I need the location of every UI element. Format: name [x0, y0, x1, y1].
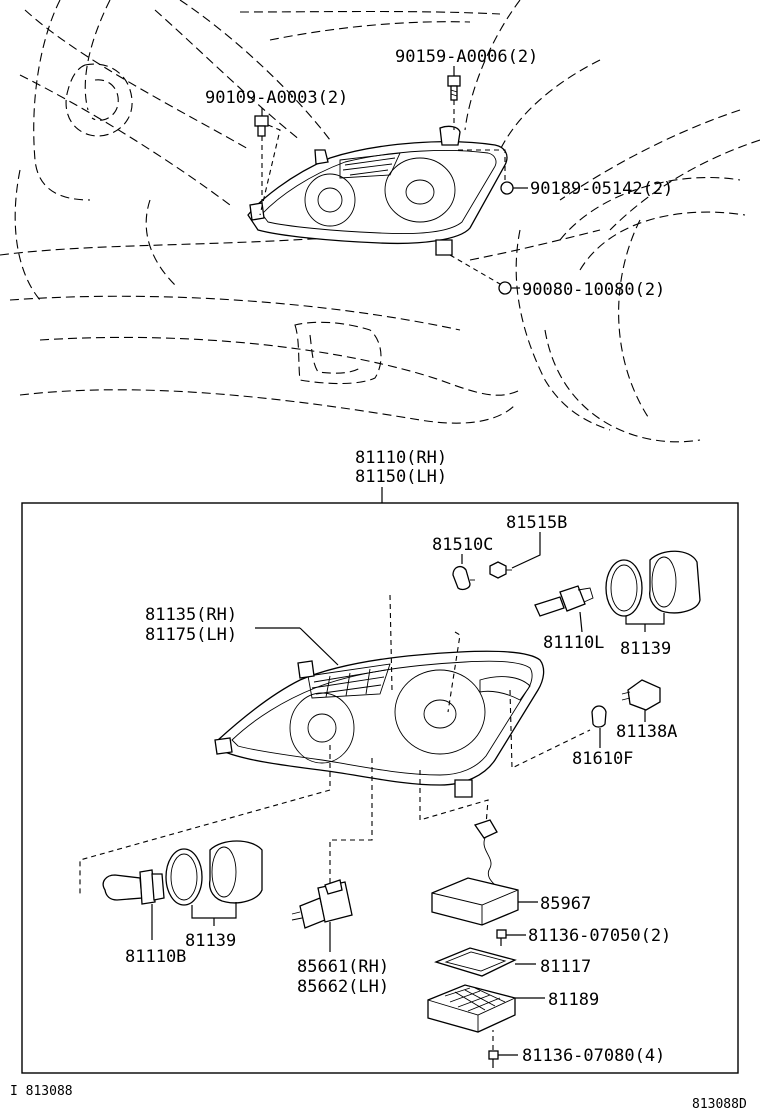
footer-left-code: I 813088 [10, 1084, 73, 1099]
label-bolt-90080: 90080-10080(2) [522, 280, 665, 300]
socket-icon [621, 679, 661, 722]
label-screw-81136-07080: 81136-07080(4) [522, 1046, 665, 1066]
screw-icon [488, 1030, 518, 1068]
bulb-icon [102, 869, 165, 940]
bolt-icon [447, 66, 461, 130]
exploded-view-frame [21, 502, 739, 1074]
footer-right-code: 813088D [692, 1097, 747, 1112]
label-unit-85967: 85967 [540, 894, 591, 914]
bolt-icon [254, 108, 281, 216]
bulb-icon [591, 705, 607, 748]
ring-icon [605, 559, 643, 617]
label-cover-81189: 81189 [548, 990, 599, 1010]
bulb-icon [489, 532, 541, 579]
bolt-icon [449, 254, 520, 295]
label-screw-81136-07050: 81136-07050(2) [528, 926, 671, 946]
label-ignitor-lh: 85662(LH) [297, 977, 389, 997]
label-bulb-81515b: 81515B [506, 513, 567, 533]
label-bulb-81110b: 81110B [125, 947, 186, 967]
headlamp-housing [214, 650, 545, 798]
screw-icon [496, 929, 526, 946]
cap-icon [208, 840, 263, 904]
label-gasket-81117: 81117 [540, 957, 591, 977]
label-socket-81138a: 81138A [616, 722, 677, 742]
label-housing-lh: 81175(LH) [145, 625, 237, 645]
headlamp-installed [247, 125, 508, 256]
vehicle-body-outline [0, 0, 760, 443]
label-housing-rh: 81135(RH) [145, 605, 237, 625]
label-assy-rh: 81110(RH) [355, 448, 447, 468]
label-screw-90189: 90189-05142(2) [530, 179, 673, 199]
ignitor-icon [291, 879, 353, 952]
label-bolt-90109: 90109-A0003(2) [205, 88, 348, 108]
label-assy-lh: 81150(LH) [355, 467, 447, 487]
cap-icon [649, 550, 701, 614]
gasket-icon [434, 947, 536, 977]
label-bulb-81610f: 81610F [572, 749, 633, 769]
label-cover-81139-top: 81139 [620, 639, 671, 659]
ballast-unit-icon [431, 819, 538, 926]
cover-icon [427, 984, 545, 1033]
label-bulb-81110l: 81110L [543, 633, 604, 653]
screw-icon [500, 181, 528, 195]
bulb-icon [452, 565, 475, 591]
bulb-icon [534, 585, 594, 633]
ring-icon [165, 848, 203, 906]
label-ignitor-rh: 85661(RH) [297, 957, 389, 977]
label-bulb-81510c: 81510C [432, 535, 493, 555]
label-cover-81139-bottom: 81139 [185, 931, 236, 951]
label-bolt-90159: 90159-A0006(2) [395, 47, 538, 67]
